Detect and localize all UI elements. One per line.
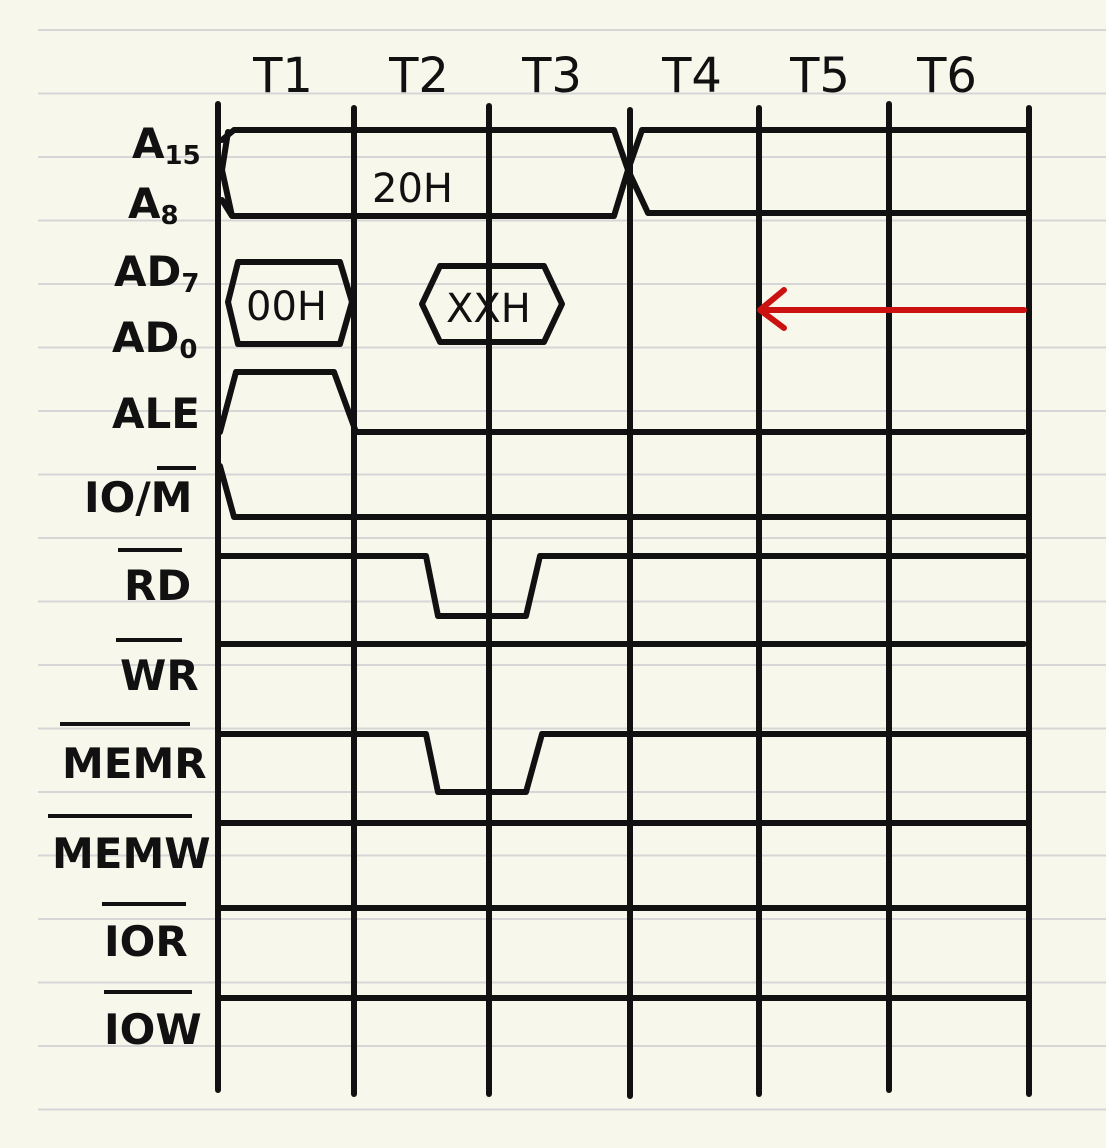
rd-wave <box>217 553 1027 619</box>
clock-label-t3: T3 <box>521 48 582 104</box>
signal-label-memr: MEMR <box>62 739 207 788</box>
signal-labels: A15 A8 AD7 AD0 ALE IO/M RD WR MEMR MEMW <box>48 119 211 1054</box>
clock-label-t5: T5 <box>789 48 850 104</box>
ad-bus-00h-wave <box>225 259 355 347</box>
signal-label-ior: IOR <box>104 917 188 966</box>
memr-wave <box>217 731 1029 795</box>
signal-label-a8: A8 <box>128 179 179 231</box>
clock-label-t2: T2 <box>388 48 449 104</box>
ale-wave <box>217 369 1027 435</box>
address-high-value: 20H <box>372 166 453 212</box>
clock-boundaries <box>215 101 1032 1099</box>
signal-label-ad7: AD7 <box>114 247 199 299</box>
red-arrow-icon <box>757 287 1027 331</box>
ruled-paper-lines <box>38 29 1106 1111</box>
clock-label-t1: T1 <box>252 48 313 104</box>
ad-low-t1-value: 00H <box>246 284 327 330</box>
clock-label-t6: T6 <box>916 48 977 104</box>
signal-label-a15: A15 <box>132 119 201 171</box>
signal-label-rd: RD <box>124 561 191 610</box>
address-bus-wave <box>219 127 1031 219</box>
signal-label-io-m: IO/M <box>84 473 192 522</box>
clock-labels: T1 T2 T3 T4 T5 T6 <box>252 48 977 104</box>
signal-label-wr: WR <box>120 651 199 700</box>
signal-label-iow: IOW <box>104 1005 202 1054</box>
signal-label-ale: ALE <box>112 389 200 438</box>
signal-label-memw: MEMW <box>52 829 211 878</box>
io-m-wave <box>217 463 1029 520</box>
ad-data-t2-value: XXH <box>446 286 531 332</box>
clock-label-t4: T4 <box>661 48 722 104</box>
ad-bus-xxh-wave <box>419 263 565 345</box>
signal-label-ad0: AD0 <box>112 313 197 365</box>
waveforms <box>217 127 1031 1001</box>
